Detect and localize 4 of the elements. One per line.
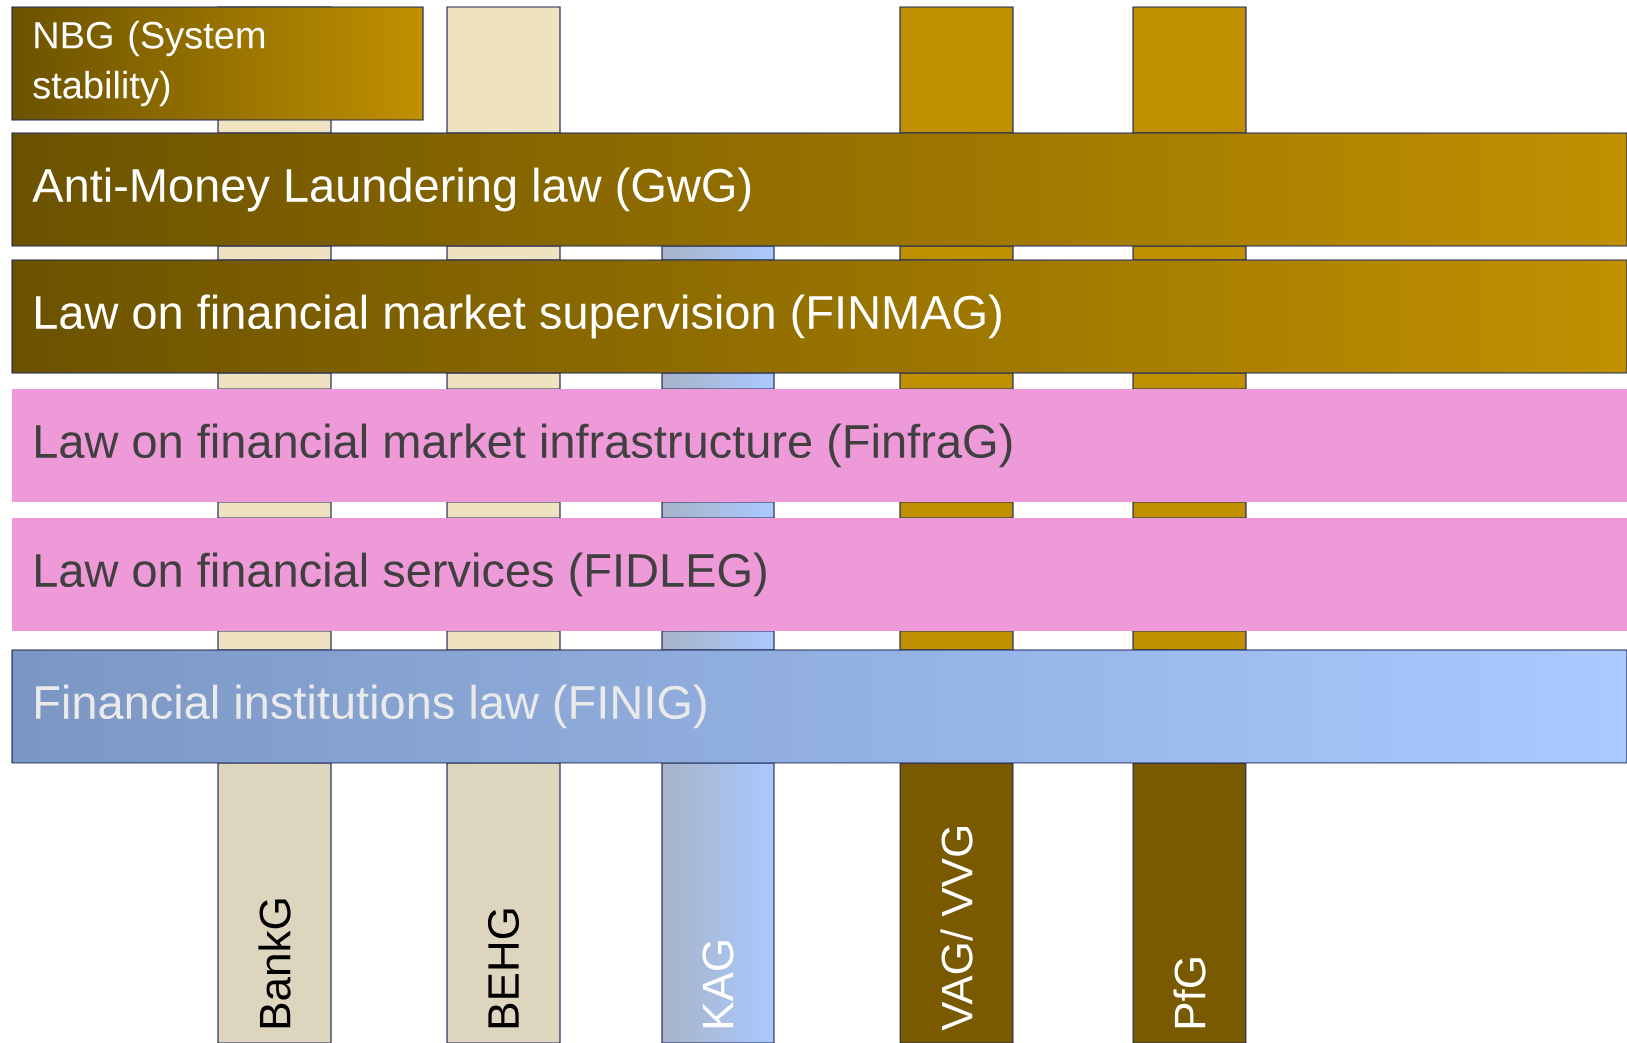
law-column: PfG <box>1132 6 1247 1043</box>
law-band: Law on financial market infrastructure (FinfraG) <box>12 389 1627 502</box>
law-box: NBG (System stability) <box>11 6 424 121</box>
law-band: Law on financial services (FIDLEG) <box>12 518 1627 631</box>
